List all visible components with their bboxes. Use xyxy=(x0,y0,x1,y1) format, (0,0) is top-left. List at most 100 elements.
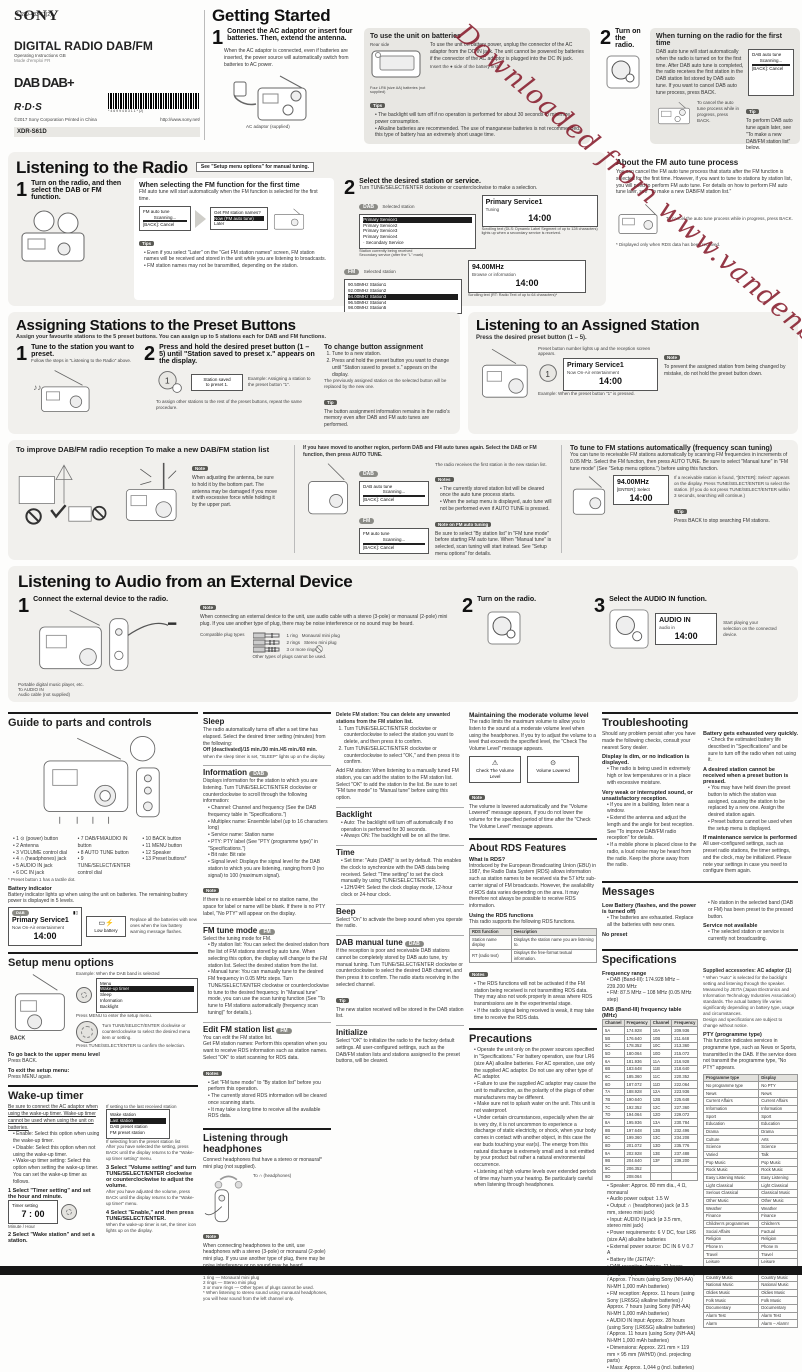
parts-list: 1 ⊙ (power) button2 Antenna3 VOLUME cont… xyxy=(8,836,198,877)
getting-started-section: Getting Started 1 Connect the AC adaptor… xyxy=(212,6,800,151)
fm-tune-mode-items: By station list: You can select the desi… xyxy=(203,942,331,1016)
rds-notes: The RDS functions will not be activated … xyxy=(469,981,597,1022)
guide-title: Guide to parts and controls xyxy=(8,712,198,729)
subtitle-fr: Mode d'emploi FR xyxy=(14,58,51,63)
menu-screen: Menu Wake-up timer Sleep Information Bac… xyxy=(96,977,198,1013)
first-time-box: When turning on the radio for the first … xyxy=(650,28,800,151)
dab-selection: DAB Selected station Primary Service1 Pr… xyxy=(359,195,476,257)
battery-compartment-illustration xyxy=(371,50,421,78)
preset-button-illustration: 1 xyxy=(539,364,557,383)
fm-tune-mode-title: FM tune mode xyxy=(203,925,258,935)
setup-menu-title: Setup menu options xyxy=(8,951,198,969)
menu-button-icon xyxy=(76,987,92,1004)
setup-step3: Press TUNE/SELECT/ENTER to confirm the s… xyxy=(76,1042,185,1048)
rds-title: About RDS Features xyxy=(469,837,597,854)
radio-select-illustration xyxy=(21,210,85,262)
listening-radio-section: Listening to the Radio See "Setup menu o… xyxy=(8,152,606,322)
as-step1: Tune to the station you want to preset. xyxy=(31,344,135,359)
radio-illustration xyxy=(482,348,528,398)
information-items: Channel: Channel and frequency (See the … xyxy=(203,805,331,879)
as-step1-body: Follow the steps in "Listening to the Ra… xyxy=(31,358,132,364)
first-time-title: When turning on the radio for the first … xyxy=(656,33,782,47)
fm-names-screen: Get FM station names? Now (FM auto tune)… xyxy=(210,206,268,231)
assigned-note: To prevent the assigned station from bei… xyxy=(664,364,786,377)
radio-illustration xyxy=(308,462,348,514)
battery-indicator-title: Battery indicator xyxy=(8,885,52,892)
masthead: SONY DIGITAL RADIO DAB/FM Operating Inst… xyxy=(14,8,200,144)
initialize-title: Initialize xyxy=(336,1025,464,1037)
svg-text:♪♪: ♪♪ xyxy=(33,384,41,393)
check-volume-screen: ⚠ Check The Volume Level xyxy=(469,755,521,783)
assigned-body: Press the desired preset button (1 – 5). xyxy=(476,335,587,341)
col-sleep-info: Sleep The radio automatically turns off … xyxy=(203,712,331,1372)
edit-list-notes: Set "FM tune mode" to "By station list" … xyxy=(203,1080,331,1121)
power-button-illustration xyxy=(606,55,640,89)
battery-body: To use the unit on battery power, unplug… xyxy=(430,42,584,62)
fm-first-box: When selecting the FM function for the f… xyxy=(134,178,334,300)
col-guide: Guide to parts and controls 1 ⊙ (power) … xyxy=(8,712,198,1372)
preset-button-illustration: 1 xyxy=(158,371,182,394)
tips-badge: Tips xyxy=(139,240,155,246)
time-title: Time xyxy=(336,845,464,857)
beep-title: Beep xyxy=(336,903,464,916)
fm-first-body: FM auto tune will start automatically wh… xyxy=(139,189,318,202)
headphones-illustration xyxy=(204,1175,243,1222)
cable-caption: Audio cable (not supplied) xyxy=(18,692,71,697)
parts-diagram xyxy=(43,736,160,824)
replace-batteries-note: Replace all the batteries with new ones … xyxy=(130,917,198,935)
svg-text:1: 1 xyxy=(545,370,550,379)
battery-insert: Insert the ● side of the battery first. xyxy=(430,64,500,70)
svg-text:BACK: BACK xyxy=(10,1035,25,1041)
wakeup-defs: Enable: Select this option when using th… xyxy=(8,1131,100,1185)
supplied-accessories: Supplied accessories: AC adaptor (1) xyxy=(703,967,792,974)
volume-level-title: Maintaining the moderate volume level xyxy=(469,712,589,719)
lr-step2-body: Turn TUNE/SELECT/ENTER clockwise or coun… xyxy=(359,185,538,191)
product-title: DIGITAL RADIO DAB/FM xyxy=(14,39,153,53)
headphones-title: Listening through headphones xyxy=(203,1133,288,1156)
about-fm-autotune: About the FM auto tune process You can c… xyxy=(616,158,793,247)
battery-tips-list: The backlight will turn off if no operat… xyxy=(370,112,584,139)
radio-illustration: BACK xyxy=(10,973,65,1041)
tips-badge: Tips xyxy=(370,103,386,108)
headphones-jack-caption: To ∩ (headphones) xyxy=(253,1172,292,1178)
messages-title: Messages xyxy=(602,881,798,898)
battery-box-title: To use the unit on batteries xyxy=(370,33,461,40)
start-playing-caption: Start playing your selection on the conn… xyxy=(723,619,777,638)
assigning-section: Assigning Stations to the Preset Buttons… xyxy=(8,312,460,434)
arrow-icon xyxy=(195,209,206,228)
part-number: 4-699-483-11(2) xyxy=(16,12,52,18)
setup-step2: Turn TUNE/SELECT/ENTER clockwise or coun… xyxy=(102,1022,191,1040)
listening-radio-title: Listening to the Radio xyxy=(16,158,188,177)
first-time-body: DAB auto tune will start automatically w… xyxy=(656,49,744,96)
volume-lowered-screen: ⊙ Volume Lowered xyxy=(527,755,579,783)
battery-caption: Four LR6 (size AA) batteries (not suppli… xyxy=(370,86,426,94)
